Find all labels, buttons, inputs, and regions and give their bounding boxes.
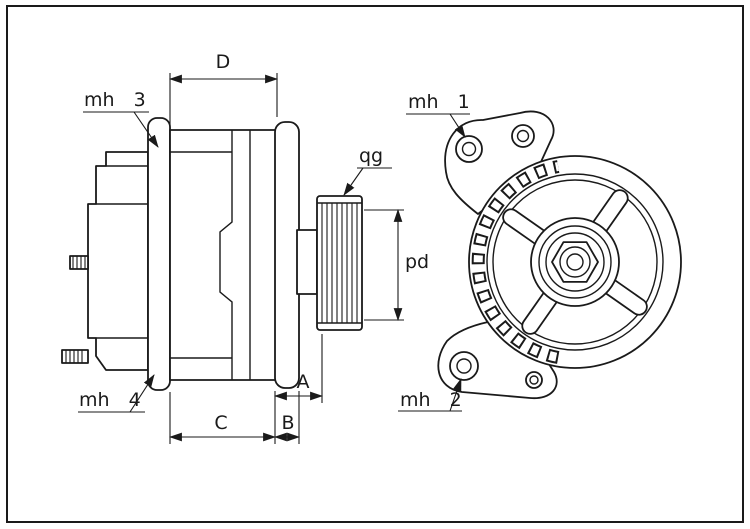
side-view bbox=[61, 117, 363, 391]
dimension-pd-label: pd bbox=[405, 251, 429, 273]
callout-qg: qg bbox=[343, 145, 392, 196]
pulley-body bbox=[316, 195, 363, 331]
dimension-d-label: D bbox=[216, 51, 231, 73]
mounting-hole-1-inner bbox=[461, 141, 477, 157]
terminal-stud-upper bbox=[69, 255, 89, 270]
dimension-b: B bbox=[273, 412, 301, 442]
leader-line bbox=[129, 374, 155, 413]
hub-bore bbox=[545, 232, 605, 292]
pulley-rim-inner bbox=[492, 179, 658, 345]
pulley-side-view bbox=[316, 195, 363, 331]
rear-housing bbox=[87, 151, 149, 371]
front-mounting-flange bbox=[274, 121, 300, 389]
mounting-hole-1-outer bbox=[455, 135, 483, 163]
mh1-label: mh 1 bbox=[408, 91, 470, 113]
dimension-c: C bbox=[168, 391, 300, 444]
mounting-hole-small-inner bbox=[529, 375, 539, 385]
nut-circle bbox=[559, 246, 591, 278]
callout-mh3: mh 3 bbox=[83, 89, 159, 148]
dimension-a: A bbox=[273, 334, 324, 403]
rear-mounting-flange bbox=[147, 117, 171, 391]
stator-body bbox=[169, 129, 278, 381]
leader-line bbox=[449, 113, 466, 138]
pulley-rim-outer bbox=[486, 173, 664, 351]
dimension-b-label: B bbox=[281, 412, 294, 434]
drawing-frame bbox=[6, 5, 744, 523]
front-view bbox=[437, 110, 682, 399]
callout-mh1: mh 1 bbox=[406, 91, 470, 138]
hub-ring bbox=[538, 225, 612, 299]
dimension-pd: pd bbox=[364, 208, 429, 322]
dimension-d: D bbox=[168, 51, 279, 125]
shaft-spacer bbox=[296, 229, 318, 295]
leader-line bbox=[133, 111, 159, 148]
mounting-holes bbox=[449, 124, 543, 389]
dimensions: D C B A pd qg bbox=[168, 51, 429, 444]
dimension-c-label: C bbox=[214, 412, 227, 434]
callout-mh4: mh 4 bbox=[78, 374, 155, 413]
mh2-label: mh 2 bbox=[400, 389, 462, 411]
terminal-stud-lower bbox=[61, 349, 89, 364]
leader-line bbox=[449, 377, 462, 412]
callout-mh2: mh 2 bbox=[398, 377, 462, 412]
shaft-end bbox=[566, 253, 584, 271]
mounting-hole-small-outer bbox=[525, 371, 543, 389]
mounting-hole-2-inner bbox=[456, 358, 472, 374]
callouts: mh 3 mh 4 mh 1 mh 2 bbox=[78, 89, 470, 413]
stud-body bbox=[69, 255, 89, 270]
vent-slots-inner bbox=[473, 162, 559, 362]
mounting-hole-2-outer bbox=[449, 351, 479, 381]
mounting-hole-top-right-outer bbox=[511, 124, 535, 148]
dimension-a-label: A bbox=[297, 371, 310, 393]
mh4-label: mh 4 bbox=[79, 389, 141, 411]
qg-label: qg bbox=[359, 145, 383, 167]
leader-line bbox=[343, 167, 364, 196]
body-seam-line bbox=[219, 130, 233, 380]
mounting-hole-top-right-inner bbox=[516, 129, 530, 143]
mh3-label: mh 3 bbox=[84, 89, 146, 111]
